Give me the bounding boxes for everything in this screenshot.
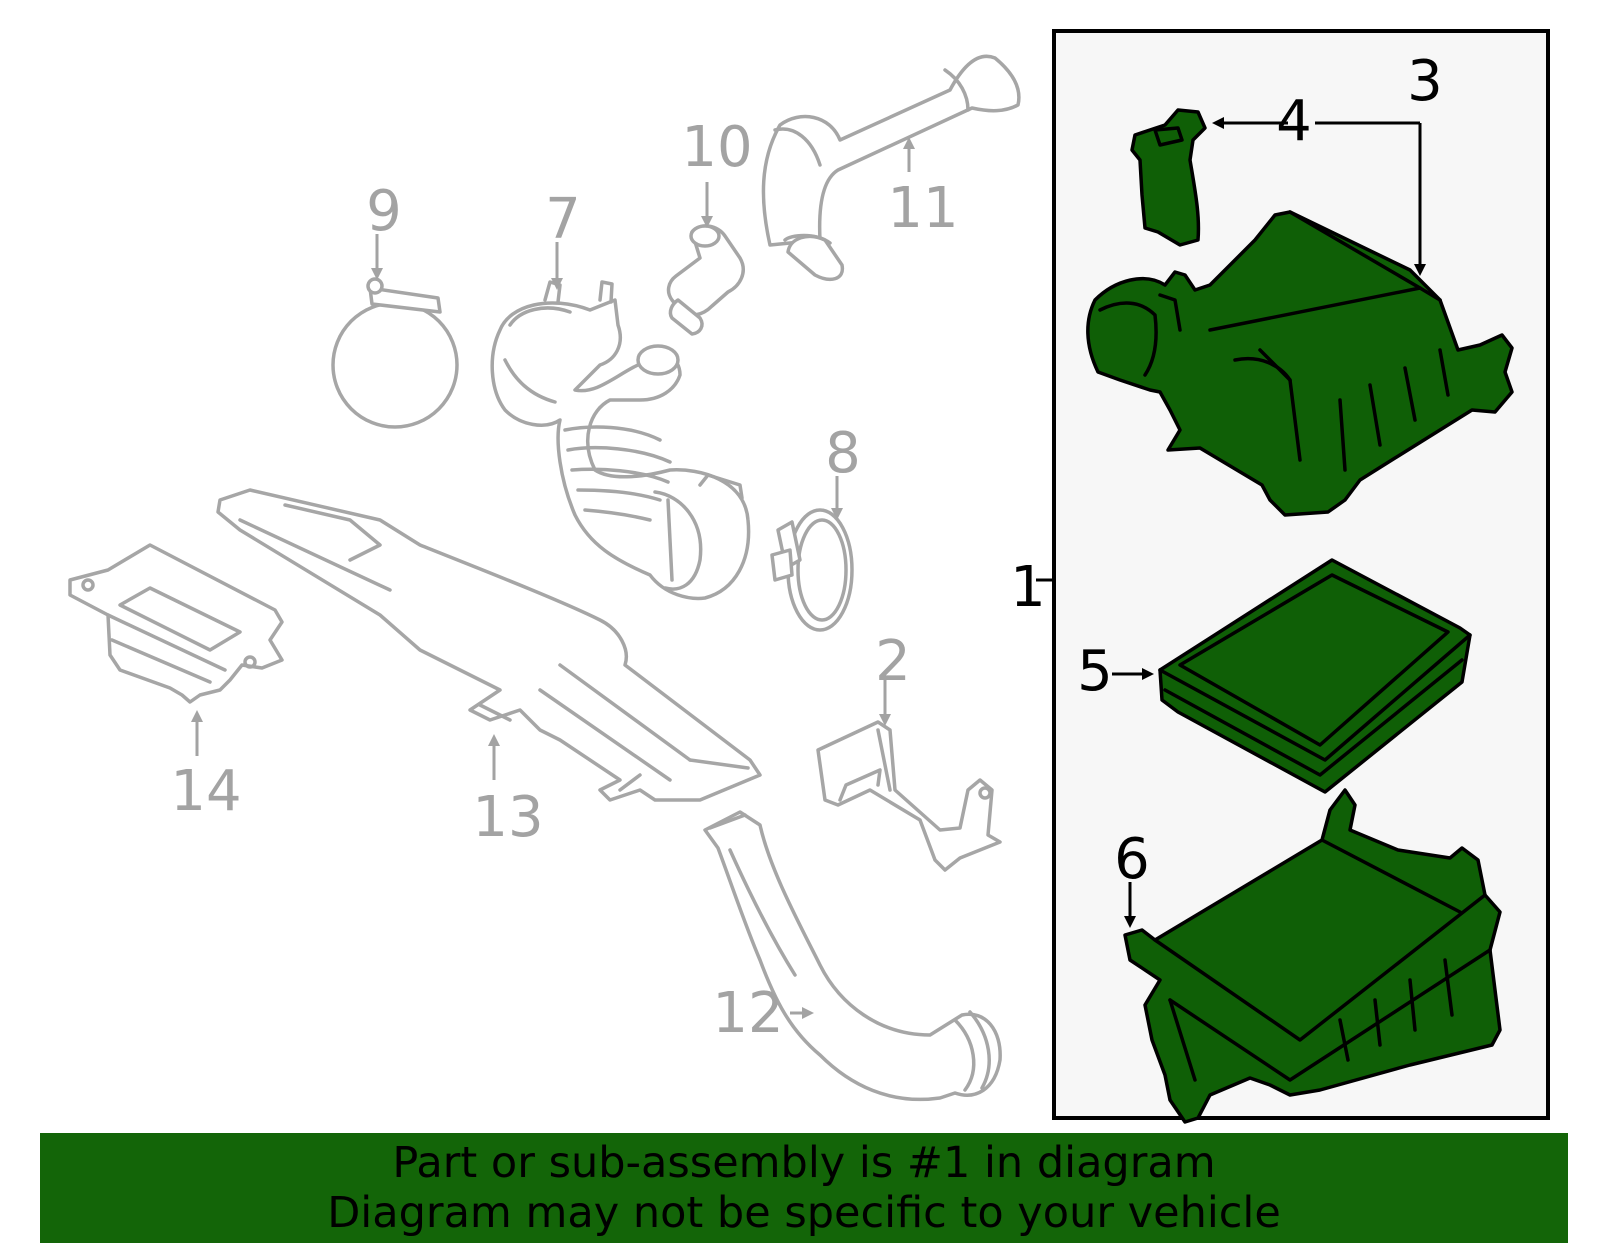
part-5-filter[interactable]: [1158, 558, 1472, 794]
callout-4[interactable]: 4: [1276, 89, 1312, 154]
callout-6[interactable]: 6: [1114, 827, 1150, 892]
banner-line-2: Diagram may not be specific to your vehi…: [327, 1188, 1281, 1238]
part-8-clamp[interactable]: [770, 508, 854, 632]
callout-8[interactable]: 8: [825, 421, 861, 486]
part-10-fitting[interactable]: [666, 224, 745, 336]
part-2-bracket[interactable]: [816, 720, 1002, 872]
part-6-lower-housing[interactable]: [1123, 788, 1502, 1124]
part-13-air-duct[interactable]: [216, 488, 762, 802]
part-3-cover[interactable]: [1086, 210, 1514, 517]
part-12-lower-duct[interactable]: [703, 810, 1002, 1102]
callout-14[interactable]: 14: [170, 759, 241, 824]
callout-1[interactable]: 1: [1010, 555, 1046, 620]
part-4-sensor[interactable]: [1130, 108, 1207, 247]
callout-7[interactable]: 7: [545, 187, 581, 252]
callout-9[interactable]: 9: [366, 179, 402, 244]
callout-12[interactable]: 12: [712, 981, 783, 1046]
callout-3[interactable]: 3: [1407, 49, 1443, 114]
part-11-hose[interactable]: [761, 54, 1021, 282]
info-banner: Part or sub-assembly is #1 in diagram Di…: [40, 1133, 1568, 1243]
callout-2[interactable]: 2: [875, 629, 911, 694]
part-7-intake-tube[interactable]: [490, 280, 751, 601]
banner-line-1: Part or sub-assembly is #1 in diagram: [392, 1138, 1216, 1188]
leaders-grey: [191, 137, 915, 1019]
callout-11[interactable]: 11: [887, 176, 958, 241]
callout-5[interactable]: 5: [1077, 639, 1113, 704]
callout-10[interactable]: 10: [681, 115, 752, 180]
leaders-black: [1036, 117, 1426, 928]
banner-background: [40, 1133, 1568, 1243]
callout-13[interactable]: 13: [472, 785, 543, 850]
part-9-clamp[interactable]: [331, 277, 459, 429]
part-14-resonator[interactable]: [68, 543, 284, 704]
callout-labels: 1 2 3 4 5 6 7 8 9 10 11 12 13 14: [170, 49, 1442, 1046]
